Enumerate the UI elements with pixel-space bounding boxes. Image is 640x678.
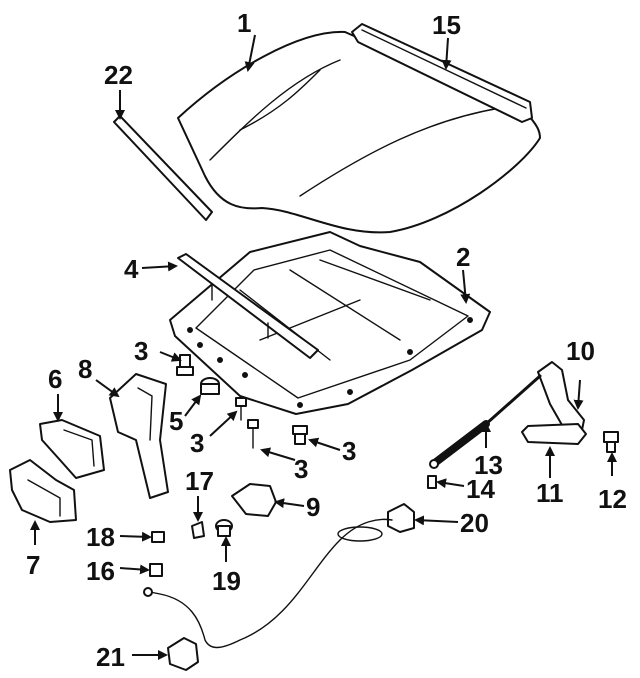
hood-hinge	[109, 373, 169, 499]
callout-3-b: 3	[190, 428, 204, 458]
hood-latch	[167, 637, 199, 671]
leader-lines	[30, 34, 617, 660]
hood-insulator	[169, 231, 491, 415]
bumper-stop	[200, 377, 220, 395]
callout-3-c: 3	[294, 454, 308, 484]
callout-3-d: 3	[342, 436, 356, 466]
callout-16: 16	[86, 556, 115, 586]
screw-center	[235, 397, 247, 421]
grommet-18	[151, 531, 165, 543]
cable-retainer	[215, 519, 233, 537]
callout-9: 9	[306, 492, 320, 522]
bolt-right	[292, 425, 308, 445]
callout-17: 17	[185, 466, 214, 496]
callout-4: 4	[124, 254, 139, 284]
callout-11: 11	[536, 478, 564, 508]
callout-13: 13	[474, 450, 503, 480]
bumper-16	[149, 563, 163, 577]
callout-15: 15	[432, 10, 461, 40]
latch-support	[9, 459, 77, 523]
screw-lower	[247, 419, 259, 449]
bolt-upper	[176, 354, 194, 376]
gas-strut	[429, 374, 542, 469]
callout-21: 21	[96, 642, 125, 672]
cable-clip-17	[191, 521, 205, 539]
hood-panel	[177, 30, 541, 234]
callout-20: 20	[460, 508, 489, 538]
callout-7: 7	[26, 550, 40, 580]
release-cable-handle	[337, 503, 415, 542]
hinge-arm	[521, 423, 587, 445]
callout-18: 18	[86, 522, 115, 552]
callout-14: 14	[466, 474, 495, 504]
callout-3-a: 3	[134, 336, 148, 366]
callout-10: 10	[566, 336, 595, 366]
callout-6: 6	[48, 364, 62, 394]
hinge-bolt	[603, 431, 619, 453]
latch-bracket	[39, 419, 105, 479]
right-hinge	[537, 361, 585, 441]
callout-5: 5	[169, 406, 183, 436]
release-handle	[231, 483, 277, 517]
hood-reinforcement-brace	[177, 253, 319, 359]
callout-8: 8	[78, 354, 92, 384]
callout-19: 19	[212, 566, 241, 596]
callout-labels: 1 15 22 2 4 3 5 3 3 3 6 8 7 9 10 11 12 1…	[26, 8, 627, 672]
release-cable	[143, 539, 341, 649]
callout-2: 2	[456, 242, 470, 272]
callout-22: 22	[104, 60, 133, 90]
callout-1: 1	[237, 8, 251, 38]
callout-12: 12	[598, 484, 627, 514]
strut-clip	[427, 475, 437, 489]
